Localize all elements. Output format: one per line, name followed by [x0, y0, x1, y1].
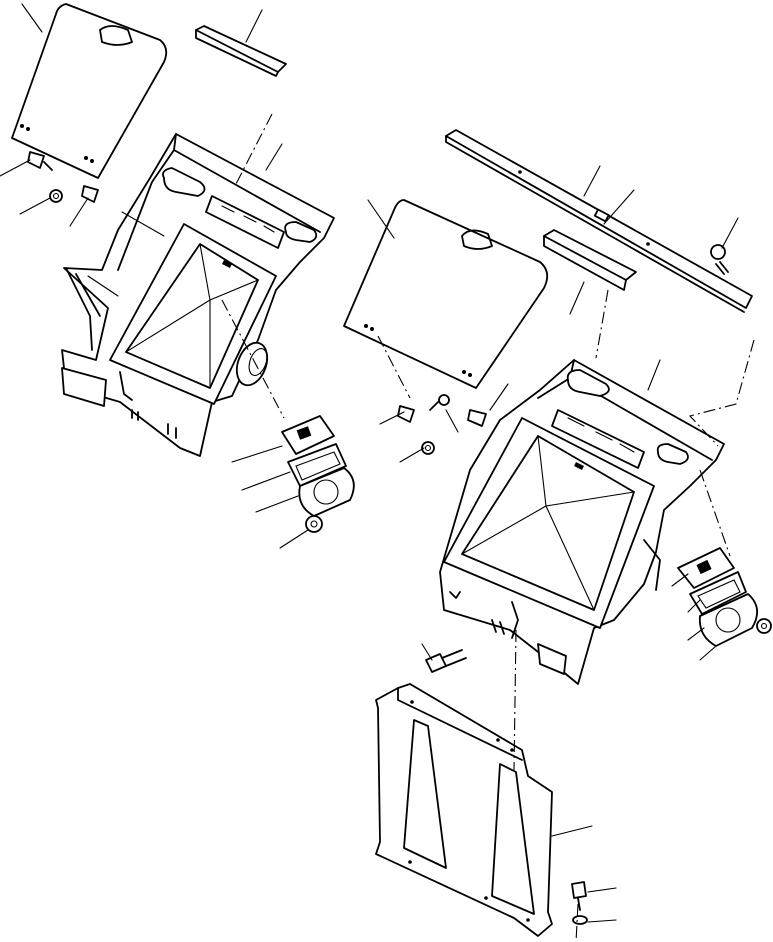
right-console-assembly: [343, 129, 772, 942]
right-alignment-line-1: [595, 289, 609, 359]
right-alignment-line-4: [377, 335, 411, 399]
right-alignment-line-5: [513, 629, 517, 771]
left-lid-cover: [11, 3, 168, 179]
right-floor-plate: [375, 683, 553, 937]
left-hinge-set: [27, 151, 99, 203]
left-cover-plate: [195, 25, 287, 77]
right-alignment-line-6: [575, 903, 579, 942]
left-console-housing: [61, 133, 335, 457]
right-alignment-line-2: [688, 339, 755, 447]
right-top-bolt: [710, 244, 729, 275]
right-lid-cover: [343, 199, 549, 389]
right-mounting-bolt: [425, 649, 467, 673]
right-cover-plate: [543, 229, 637, 291]
right-alignment-line-3: [699, 469, 731, 557]
right-hinge-set: [397, 394, 487, 455]
right-blower-parts: [677, 547, 772, 647]
right-long-bracket: [445, 129, 753, 313]
left-console-assembly: [0, 3, 355, 549]
right-leader-lines: [367, 165, 739, 923]
left-blower-parts: [281, 415, 355, 533]
left-leader-lines: [0, 3, 309, 549]
right-console-housing: [439, 359, 725, 685]
left-alignment-line-1: [235, 113, 273, 185]
left-alignment-line-2: [221, 299, 285, 419]
right-floor-bolt: [571, 881, 588, 925]
